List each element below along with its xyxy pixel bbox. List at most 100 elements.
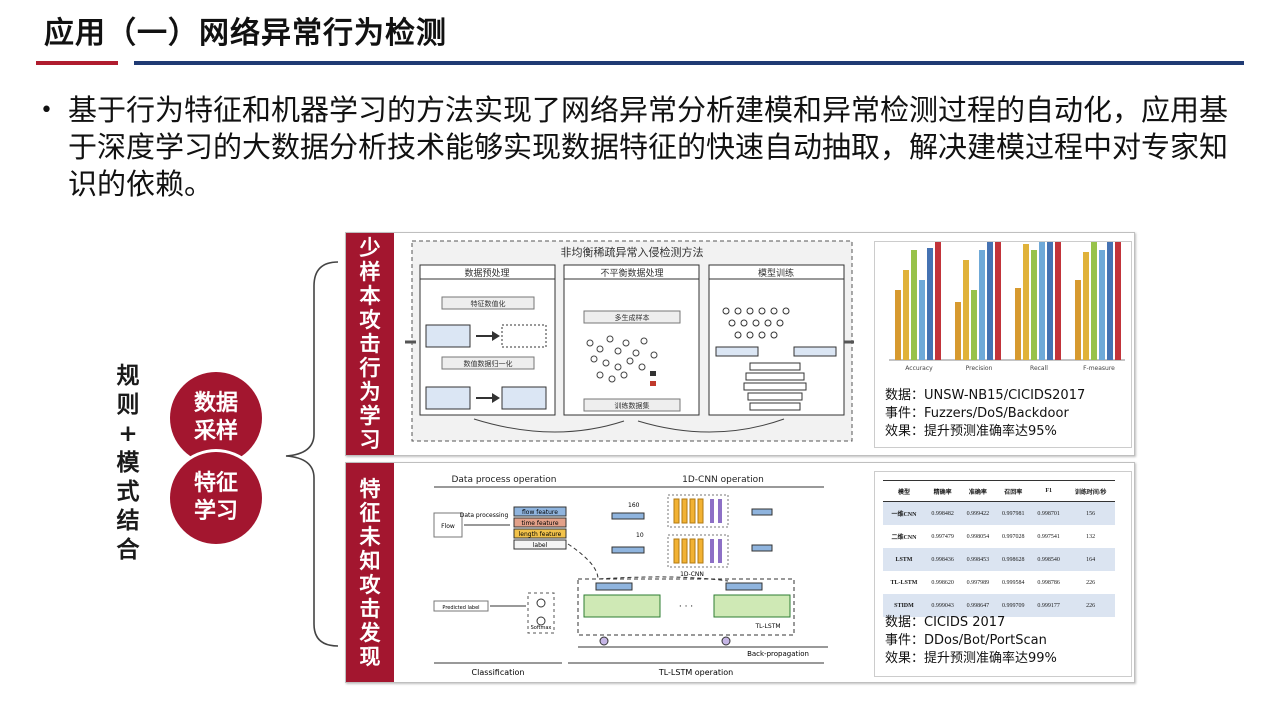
circle-line: 采样 <box>193 419 238 444</box>
side-char: + <box>118 421 138 447</box>
tab-char: 本 <box>359 284 381 308</box>
diagram-label: 10 <box>636 532 644 539</box>
tab-char: 攻 <box>359 572 381 597</box>
chart-bar <box>1047 234 1053 360</box>
step-box: 多生成样本 <box>615 313 650 322</box>
table-cell: 226 <box>1086 579 1096 586</box>
table-cell: TL-LSTM <box>890 579 918 586</box>
table-header: 训练时间/秒 <box>1066 480 1115 502</box>
chart-bar <box>919 280 925 360</box>
diagram-label: 160 <box>628 502 640 509</box>
table-cell: 0.997541 <box>1037 533 1060 540</box>
tab-char: 习 <box>359 428 381 452</box>
chart-bar <box>1039 234 1045 360</box>
stage-label: 模型训练 <box>758 267 794 279</box>
circle-line: 学习 <box>193 499 238 524</box>
chart-bar <box>903 270 909 360</box>
tab-char: 击 <box>359 332 381 356</box>
curly-brace <box>285 261 339 647</box>
table-cell: 0.998453 <box>960 548 996 571</box>
diagram-label: 1D-CNN operation <box>682 475 764 485</box>
table-cell: 0.997479 <box>931 533 954 540</box>
tab-char: 特 <box>359 476 381 501</box>
table-cell: LSTM <box>883 548 925 571</box>
diagram-label: Predicted label <box>442 605 479 611</box>
caption-effect: 效果：提升预测准确率达95% <box>885 424 1057 439</box>
table-cell: 0.998628 <box>995 548 1031 571</box>
tab-char: 未 <box>359 524 381 549</box>
imbalanced-detection-diagram: 非均衡稀疏异常入侵检测方法 数据预处理 不平衡数据处理 模型训练 特征数值化 数… <box>405 240 854 442</box>
table-cell: 0.999709 <box>995 594 1031 617</box>
chart-axis-label: Accuracy <box>905 365 933 372</box>
tab-char: 现 <box>359 644 381 669</box>
chart-axis-label: Precision <box>966 365 993 372</box>
table-cell: 0.999177 <box>1030 594 1067 617</box>
page-title: 应用（一）网络异常行为检测 <box>44 16 447 51</box>
panel-tab: 少 样 本 攻 击 行 为 学 习 <box>346 233 394 455</box>
side-char: 结 <box>116 508 140 534</box>
table-cell: 156 <box>1066 501 1115 525</box>
diagram-label: label <box>533 542 548 549</box>
step-box: 训练数据集 <box>615 401 650 410</box>
side-char: 式 <box>116 479 140 505</box>
step-box: 数值数据归一化 <box>464 359 513 368</box>
table-cell: 132 <box>1086 533 1096 540</box>
side-char: 模 <box>116 450 140 476</box>
chart-bar <box>927 248 933 360</box>
table-cell: 0.998054 <box>966 533 990 540</box>
circle-line: 数据 <box>193 391 238 416</box>
tab-char: 攻 <box>359 308 381 332</box>
chart-bar <box>979 250 985 360</box>
table-cell: 0.998701 <box>1030 501 1067 525</box>
tab-char: 行 <box>359 356 381 380</box>
caption-data: 数据：CICIDS 2017 <box>885 615 1006 630</box>
side-char: 则 <box>116 392 140 418</box>
metrics-bar-chart: Accuracy Precision Recall F-measure <box>889 234 1125 372</box>
table-cell: 0.999422 <box>960 501 996 525</box>
diagram-label: length feature <box>519 531 562 538</box>
tab-char: 学 <box>359 404 381 428</box>
chart-bar <box>963 260 969 360</box>
data-sampling-circle: 数据采样 <box>170 372 262 464</box>
table-cell: 0.998540 <box>1030 548 1067 571</box>
caption-events: 事件：DDos/Bot/PortScan <box>885 633 1047 648</box>
chart-axis-label: F-measure <box>1083 365 1115 372</box>
title-underline <box>134 61 1244 65</box>
chart-axis-label: Recall <box>1030 365 1048 372</box>
chart-bar <box>895 290 901 360</box>
unknown-attack-panel: 特 征 未 知 攻 击 发 现 Data process operation 1… <box>345 462 1135 683</box>
tab-char: 为 <box>359 380 381 404</box>
table-cell: STIDM <box>883 594 925 617</box>
table-cell: 226 <box>1066 594 1115 617</box>
table-cell: 0.999043 <box>924 594 961 617</box>
chart-bar <box>1075 280 1081 360</box>
caption-events: 事件：Fuzzers/DoS/Backdoor <box>885 406 1069 421</box>
table-cell: 一维CNN <box>883 501 925 525</box>
table-cell: 0.999584 <box>1002 579 1025 586</box>
tab-char: 发 <box>359 620 381 645</box>
diagram-label: TL-LSTM <box>754 623 780 630</box>
panel-tab: 特 征 未 知 攻 击 发 现 <box>346 463 394 682</box>
rules-plus-patterns-label: 规 则 + 模 式 结 合 <box>112 362 144 565</box>
diagram-label: Data processing <box>460 512 509 519</box>
diagram-title: 非均衡稀疏异常入侵检测方法 <box>561 245 704 259</box>
table-cell: 二维CNN <box>891 535 917 541</box>
side-char: 合 <box>116 537 140 563</box>
stidm-architecture-diagram: Data process operation 1D-CNN operation … <box>433 475 828 677</box>
chart-bar <box>987 242 993 360</box>
chart-bar <box>1023 244 1029 360</box>
diagram-label: Flow <box>441 523 455 530</box>
diagram-label: Softmax <box>531 625 552 631</box>
table-cell: 0.998647 <box>960 594 996 617</box>
chart-bar <box>1031 250 1037 360</box>
diagram-label: Classification <box>472 668 525 677</box>
few-shot-attack-panel: 少 样 本 攻 击 行 为 学 习 非均衡稀疏异常入侵检测方法 数据预处理 不平… <box>345 232 1135 456</box>
table-cell: 164 <box>1066 548 1115 571</box>
table-cell: 0.998436 <box>924 548 961 571</box>
